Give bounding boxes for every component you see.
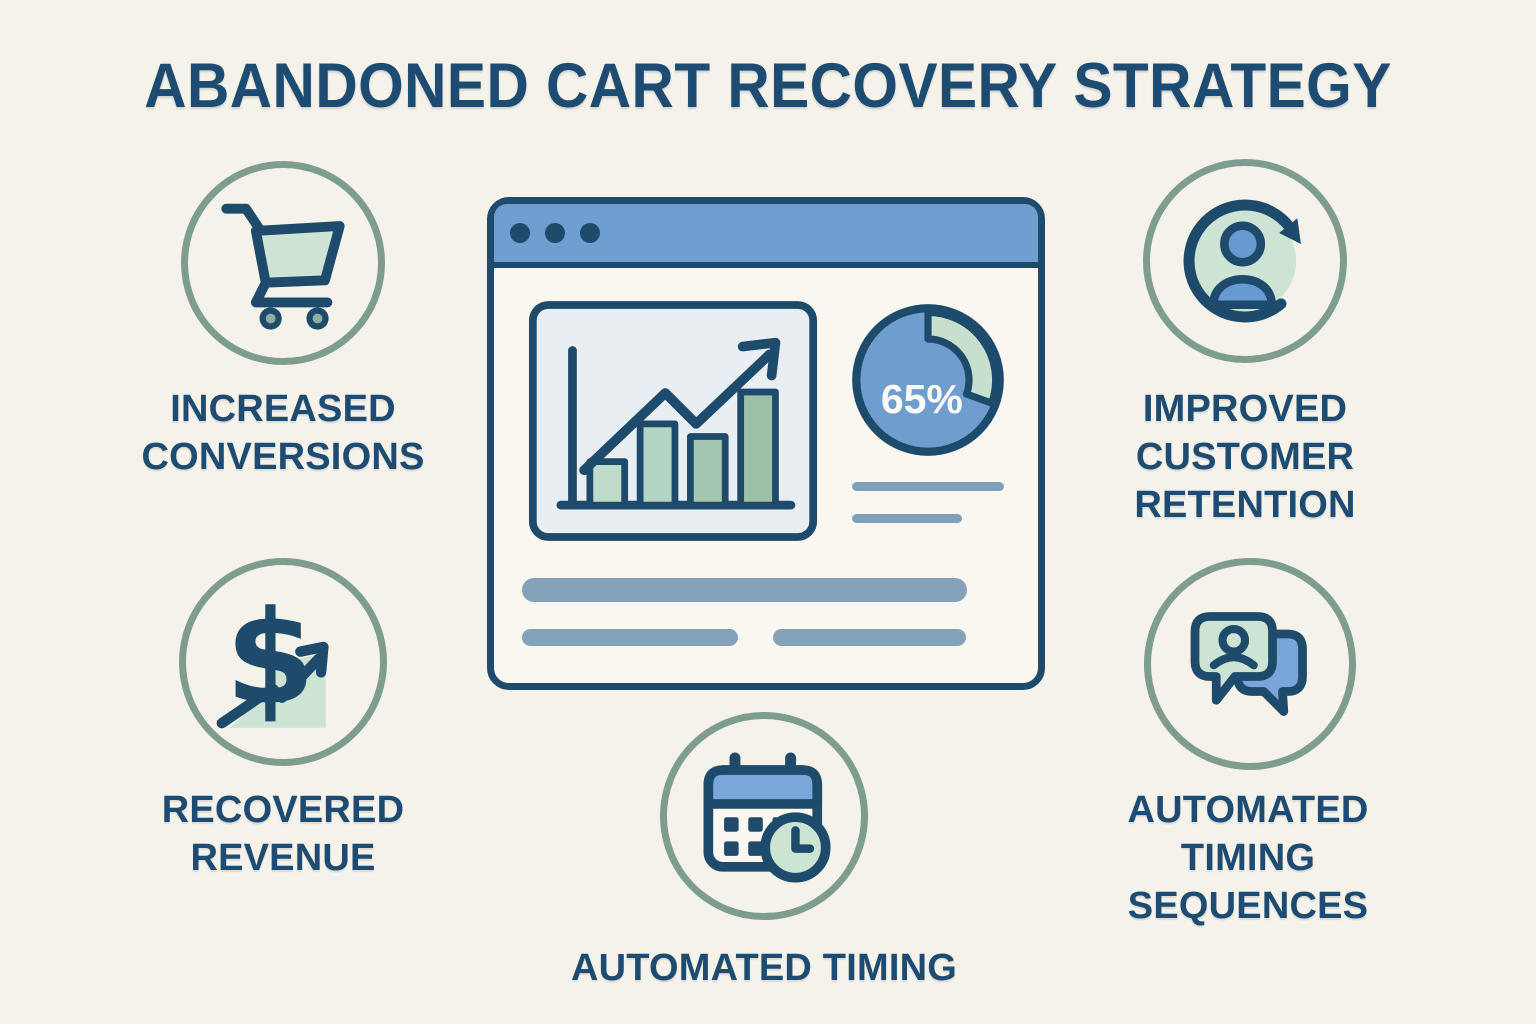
page-title: ABANDONED CART RECOVERY STRATEGY — [144, 51, 1392, 121]
feature-circle-increased-conversions — [181, 161, 385, 365]
pie-slice — [924, 308, 1000, 407]
feature-circle-recovered-revenue: $ — [179, 558, 387, 766]
label-timing-sequences: AUTOMATED TIMING SEQUENCES — [1127, 789, 1369, 927]
refresh-arrowhead — [1279, 218, 1301, 244]
dollar-growth-icon: $ — [216, 587, 329, 733]
person-glyph — [1209, 624, 1258, 670]
placeholder-bar — [522, 629, 738, 646]
trend-arrow — [216, 641, 329, 729]
window-control-dot — [510, 223, 530, 243]
pie-chart-icon: 65% — [852, 304, 1004, 456]
window-control-dot — [545, 223, 565, 243]
clock-hands — [791, 826, 815, 853]
bar-chart-icon — [528, 301, 818, 541]
label-recovered-revenue: RECOVERED REVENUE — [161, 789, 405, 879]
bars — [586, 388, 779, 509]
trend-arrow — [579, 337, 781, 476]
browser-title-bar — [494, 204, 1038, 268]
feature-circle-automated-timing — [660, 712, 868, 920]
label-increased-conversions: INCREASED CONVERSIONS — [141, 388, 425, 478]
placeholder-line — [852, 482, 1004, 491]
label-customer-retention: IMPROVED CUSTOMER RETENTION — [1134, 388, 1356, 526]
placeholder-bar — [773, 629, 966, 646]
refresh-arc — [1183, 199, 1298, 323]
placeholder-bar — [522, 578, 967, 602]
placeholder-line — [852, 514, 962, 523]
browser-window-mockup: 65% — [487, 197, 1045, 690]
feature-circle-timing-sequences — [1144, 558, 1356, 770]
bar-chart-panel — [528, 300, 818, 547]
feature-circle-customer-retention — [1143, 159, 1347, 363]
chat-bubbles-icon — [1190, 612, 1307, 716]
window-control-dot — [580, 223, 600, 243]
pie-chart: 65% — [846, 298, 1010, 467]
calendar-clock-icon — [703, 752, 831, 883]
pie-percent-label: 65% — [881, 376, 963, 422]
label-automated-timing: AUTOMATED TIMING — [571, 947, 957, 989]
shopping-cart-icon — [221, 203, 345, 330]
customer-refresh-icon — [1183, 199, 1301, 323]
